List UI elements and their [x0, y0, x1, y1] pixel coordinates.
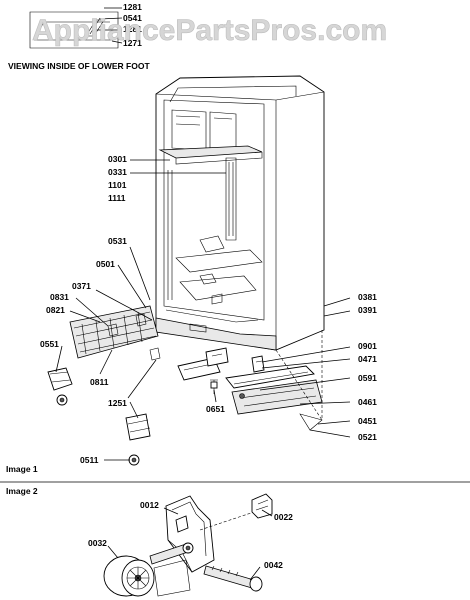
inset-label-1: 1281: [123, 2, 142, 12]
part-label-0651: 0651: [206, 404, 225, 414]
part-label-0821: 0821: [46, 305, 65, 315]
image1-label: Image 1: [6, 464, 38, 474]
part-label-1111: 1111: [108, 193, 126, 203]
part-label-0591: 0591: [358, 373, 377, 383]
watermark: AppliancePartsPros.com: [32, 14, 387, 47]
part-label-0811: 0811: [90, 377, 109, 387]
part-label-0461: 0461: [358, 397, 377, 407]
part-label-0901: 0901: [358, 341, 377, 351]
front-grille-illustration: [69, 305, 159, 359]
leader-lines-image2: [107, 507, 273, 581]
part-label-0042: 0042: [264, 560, 283, 570]
part-label-1251: 1251: [108, 398, 127, 408]
part-label-0511: 0511: [80, 455, 99, 465]
part-label-0501: 0501: [96, 259, 115, 269]
part-label-0391: 0391: [358, 305, 377, 315]
inset-label-2: 0541: [123, 13, 142, 23]
part-label-0371: 0371: [72, 281, 91, 291]
part-labels-image1: 0301 0331 1101 1111 0531 0501 0371 0831 …: [40, 154, 377, 465]
part-labels-image2: 0012 0022 0032 0042: [88, 500, 293, 570]
part-label-0521: 0521: [358, 432, 377, 442]
leader-lines-image1: [55, 159, 351, 461]
inset-detail: 1281 0541 1281 1271: [29, 2, 142, 49]
roller-assembly-illustration: [103, 493, 273, 597]
part-label-0032: 0032: [88, 538, 107, 548]
part-label-0551: 0551: [40, 339, 59, 349]
part-label-0531: 0531: [108, 236, 127, 246]
part-label-0022: 0022: [274, 512, 293, 522]
part-label-1101: 1101: [108, 180, 127, 190]
part-label-0301: 0301: [108, 154, 127, 164]
part-label-0331: 0331: [108, 167, 127, 177]
part-label-0381: 0381: [358, 292, 377, 302]
leveling-components-illustration: [47, 313, 323, 466]
refrigerator-cabinet-illustration: [155, 75, 325, 351]
inset-label-4: 1271: [123, 38, 142, 48]
view-caption: VIEWING INSIDE OF LOWER FOOT: [8, 61, 150, 71]
image2-label: Image 2: [6, 486, 38, 496]
part-label-0471: 0471: [358, 354, 377, 364]
inset-label-3: 1281: [123, 24, 142, 34]
part-label-0831: 0831: [50, 292, 69, 302]
part-label-0012: 0012: [140, 500, 159, 510]
part-label-0451: 0451: [358, 416, 377, 426]
